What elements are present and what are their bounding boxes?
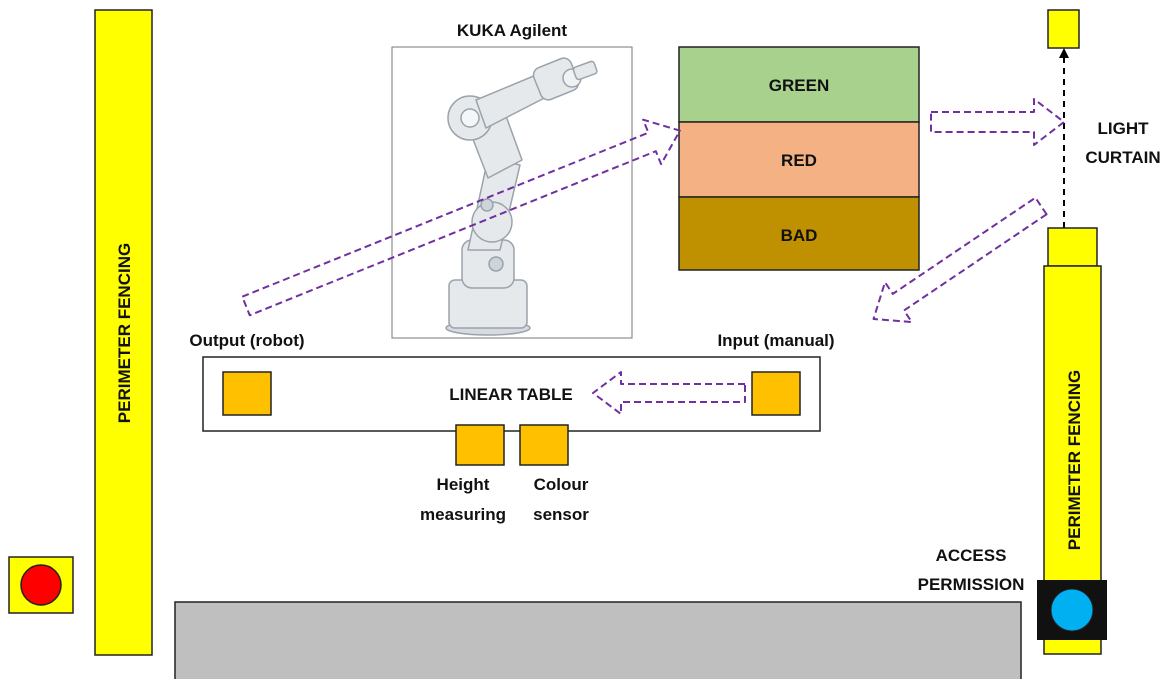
input-part	[751, 371, 801, 416]
colour-sensor-label-line2: sensor	[533, 505, 589, 524]
left-perimeter-fence	[94, 9, 153, 656]
light-curtain-label-line2: CURTAIN	[1085, 148, 1160, 167]
height-sensor-label-line2: measuring	[420, 505, 506, 524]
flow-arrow-output-to-bins	[241, 118, 681, 317]
bin-bad-label: BAD	[781, 226, 818, 245]
floor-area	[174, 601, 1022, 679]
flow-arrow-input-to-output	[592, 371, 746, 415]
light-curtain-arrowhead	[1059, 48, 1069, 58]
height-sensor-label-line1: Height	[437, 475, 490, 494]
flow-arrow-curtain-to-input	[872, 196, 1048, 324]
input-label: Input (manual)	[717, 331, 834, 350]
light-curtain-emitter	[1047, 227, 1098, 267]
colour-sensor	[519, 424, 569, 466]
colour-sensor-label-line1: Colour	[534, 475, 589, 494]
robot-title: KUKA Agilent	[457, 21, 568, 40]
light-curtain-receiver	[1047, 9, 1080, 49]
output-part	[222, 371, 272, 416]
access-label-line1: ACCESS	[936, 546, 1007, 565]
output-label: Output (robot)	[189, 331, 304, 350]
emergency-stop-button	[20, 564, 62, 606]
bin-green-label: GREEN	[769, 76, 829, 95]
linear-table	[202, 356, 821, 432]
linear-table-label: LINEAR TABLE	[449, 385, 572, 404]
robot-arm-illustration	[445, 57, 598, 336]
left-fence-label: PERIMETER FENCING	[115, 243, 134, 423]
flow-arrow-bins-to-curtain	[930, 98, 1065, 146]
bin-green	[678, 46, 920, 123]
right-fence-label: PERIMETER FENCING	[1065, 370, 1084, 550]
height-sensor	[455, 424, 505, 466]
access-label-line2: PERMISSION	[918, 575, 1025, 594]
bin-red	[678, 121, 920, 198]
access-permission-button	[1050, 588, 1094, 632]
bin-red-label: RED	[781, 151, 817, 170]
bin-bad	[678, 196, 920, 271]
light-curtain-label-line1: LIGHT	[1098, 119, 1150, 138]
